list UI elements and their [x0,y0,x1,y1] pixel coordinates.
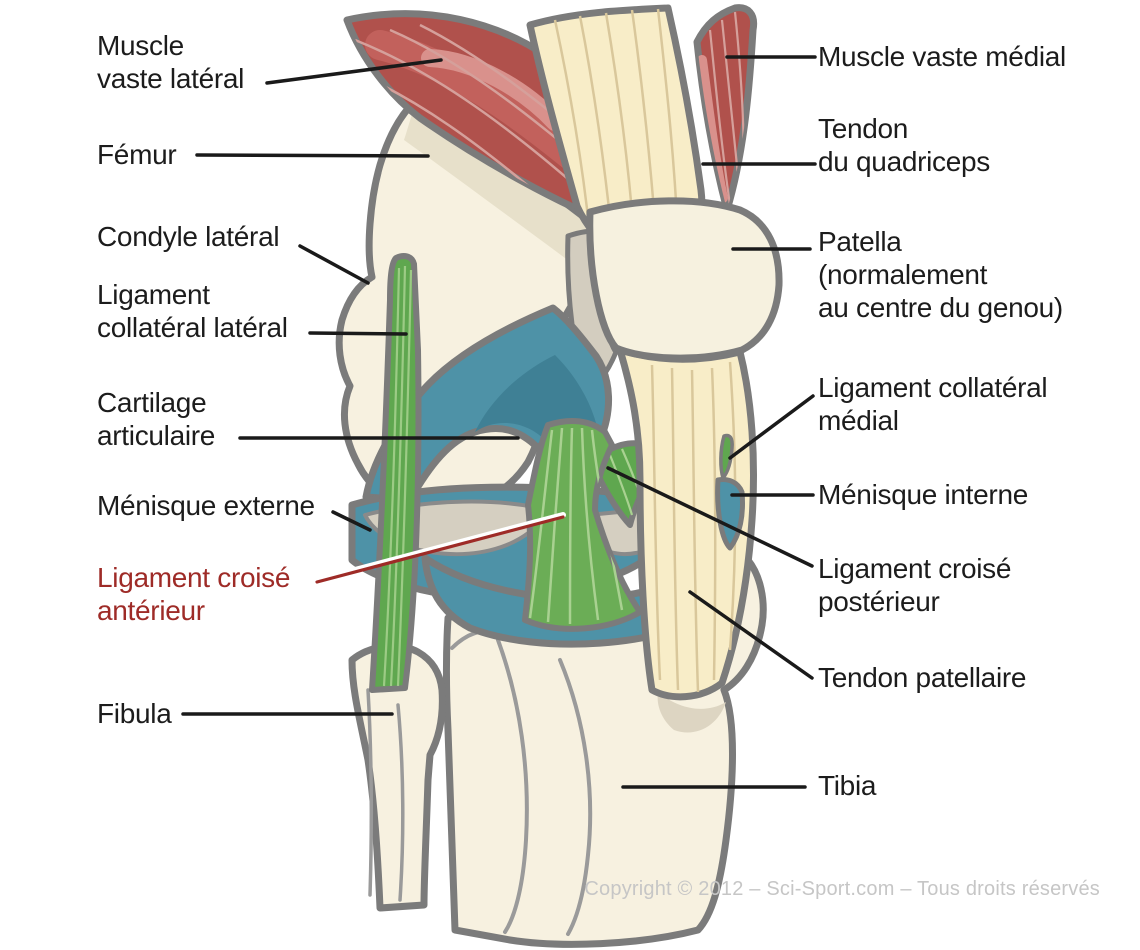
tibia-contour-line [496,638,529,934]
label-muscle-vaste-lateral: Muscle vaste latéral [97,30,245,94]
label-ligament-collateral-medial: Ligament collatéral médial [818,372,1048,436]
femur-shade [404,106,605,272]
ligament-collateral-medial-shape [719,433,734,480]
label-tendon-patellaire: Tendon patellaire [818,662,1027,693]
label-ligament-collateral-lateral: Ligament collatéral latéral [97,279,288,343]
leader-ligament-croise-anterieur [314,512,566,584]
label-muscle-vaste-medial: Muscle vaste médial [818,41,1066,72]
label-menisque-externe: Ménisque externe [97,490,315,521]
fibula-contour-line [396,703,405,902]
label-condyle-lateral: Condyle latéral [97,221,280,252]
label-tibia: Tibia [818,770,877,801]
tibia-contour-line [558,658,593,936]
leader-menisque-externe [331,510,372,532]
label-patella: Patella (normalement au centre du genou) [818,226,1063,323]
patella-shape [586,197,783,362]
ligament-collateral-lateral-shape [369,253,422,693]
label-tendon-quadriceps: Tendon du quadriceps [818,113,991,177]
leader-femur [195,153,430,158]
leader-ligament-collateral-lateral [308,331,408,336]
leader-muscle-vaste-lateral [265,58,443,85]
muscle-vaste-medial-shape [693,4,758,214]
copyright-notice: Copyright © 2012 – Sci-Sport.com – Tous … [584,878,1100,900]
label-menisque-interne: Ménisque interne [818,479,1028,510]
label-fibula: Fibula [97,698,172,729]
leader-condyle-lateral [298,244,370,285]
leader-ligament-croise-posterieur [606,466,814,568]
tendon-quadriceps-shape [526,4,706,240]
label-cartilage-articulaire: Cartilage articulaire [97,387,216,451]
tibia-insertion-shade [657,692,726,733]
leader-tendon-patellaire [688,590,814,680]
label-femur: Fémur [97,139,177,170]
label-ligament-croise-posterieur: Ligament croisé postérieur [818,553,1012,617]
leader-ligament-collateral-medial [728,394,815,460]
fibula-contour-line [366,688,374,897]
label-ligament-croise-anterieur: Ligament croisé antérieur [97,562,291,626]
